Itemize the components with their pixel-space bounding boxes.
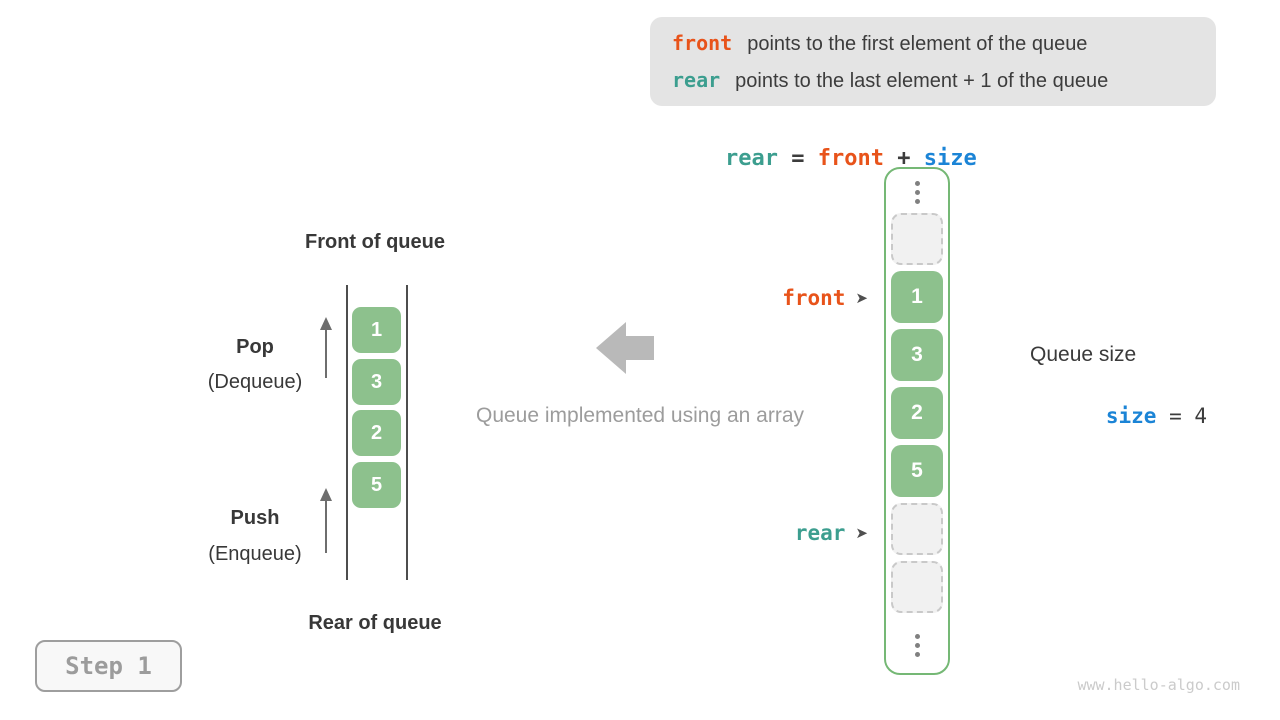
step-badge: Step 1: [35, 640, 182, 692]
rear-of-queue-heading: Rear of queue: [308, 612, 442, 634]
queue-element: 2: [352, 410, 401, 456]
front-keyword: front: [672, 30, 733, 55]
ellipsis-icon: [914, 631, 920, 660]
enqueue-label: (Enqueue): [208, 543, 302, 565]
queue-wall-left: [346, 285, 348, 580]
rear-pointer: rear ➤: [795, 521, 868, 545]
array-empty-cell: [891, 503, 943, 555]
front-definition-line: front points to the first element of the…: [672, 26, 1216, 61]
rear-keyword: rear: [672, 67, 721, 92]
array-empty-cell: [891, 213, 943, 265]
front-definition-text: points to the first element of the queue: [747, 32, 1088, 55]
front-pointer: front ➤: [782, 286, 868, 310]
array-cell: 3: [891, 329, 943, 381]
queue-size-block: Queue size size = 4: [1030, 343, 1207, 452]
dequeue-label: (Dequeue): [207, 371, 303, 393]
rear-front-size-equation: rear = front + size: [672, 121, 977, 196]
pop-label: Pop: [236, 336, 274, 358]
queue-element: 1: [352, 307, 401, 353]
queue-size-title: Queue size: [1030, 343, 1137, 366]
push-label: Push: [230, 507, 280, 529]
array-container: 1 3 2 5: [884, 167, 950, 675]
front-of-queue-heading: Front of queue: [305, 231, 445, 253]
diagram-caption: Queue implemented using an array: [475, 404, 805, 427]
watermark: www.hello-algo.com: [1077, 676, 1240, 694]
rear-definition-text: points to the last element + 1 of the qu…: [735, 69, 1109, 92]
arrowhead-right-icon: ➤: [855, 289, 868, 307]
array-cell: 2: [891, 387, 943, 439]
queue-element: 5: [352, 462, 401, 508]
queue-size-value-line: size = 4: [1030, 380, 1207, 452]
push-up-arrow-icon: [320, 488, 332, 553]
equation-front-token: front: [817, 146, 884, 171]
size-value: = 4: [1156, 404, 1208, 428]
array-empty-cell: [891, 561, 943, 613]
equation-rear-token: rear: [724, 146, 778, 171]
array-cell: 1: [891, 271, 943, 323]
front-pointer-label: front: [782, 286, 846, 310]
ellipsis-icon: [914, 178, 920, 207]
queue-wall-right: [406, 285, 408, 580]
equation-size-token: size: [923, 146, 977, 171]
queue-element: 3: [352, 359, 401, 405]
left-block-arrow-icon: [596, 322, 654, 374]
rear-definition-line: rear points to the last element + 1 of t…: [672, 63, 1216, 98]
equation-plus-token: +: [883, 146, 924, 171]
equation-equals-token: =: [777, 146, 818, 171]
size-keyword: size: [1105, 404, 1157, 428]
arrowhead-right-icon: ➤: [855, 524, 868, 542]
pointer-definitions-box: front points to the first element of the…: [650, 17, 1216, 106]
pop-up-arrow-icon: [320, 317, 332, 378]
array-cell: 5: [891, 445, 943, 497]
rear-pointer-label: rear: [794, 521, 846, 545]
